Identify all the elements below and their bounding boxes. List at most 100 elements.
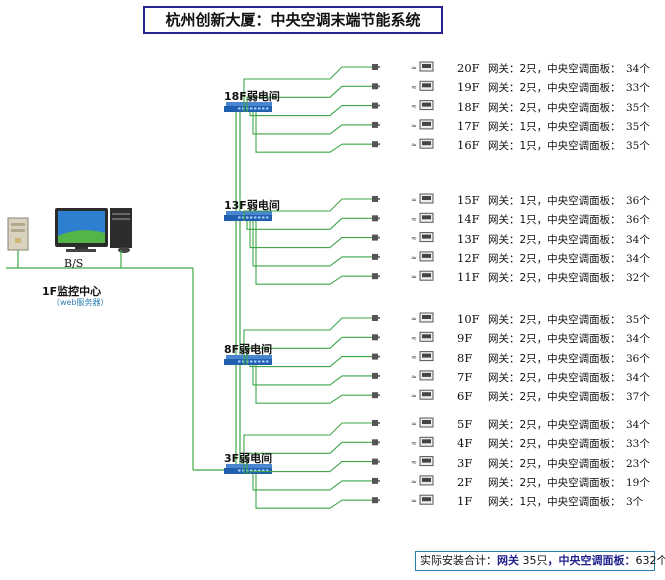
floor-label: 18F xyxy=(457,99,480,114)
branch-line xyxy=(246,336,372,365)
wireless-icon: ≈ xyxy=(411,478,417,486)
gateway-antenna-icon xyxy=(378,143,380,146)
floor-label: 9F xyxy=(457,331,473,346)
ac-panel-icon xyxy=(419,138,434,149)
branch-line xyxy=(252,365,372,386)
gateway-count: 网关：2只 xyxy=(488,419,537,431)
panel-label: ，中央空调面板： xyxy=(536,333,621,346)
floor-label: 5F xyxy=(457,417,473,431)
floor-gateway-info: 网关：2只，中央空调面板： xyxy=(488,331,621,346)
ac-panel-icon xyxy=(419,212,434,223)
gateway-icon xyxy=(372,334,378,341)
floor-gateway-info: 网关：1只，中央空调面板： xyxy=(488,193,621,208)
gateway-icon xyxy=(372,439,378,446)
panel-count: 23个 xyxy=(626,457,650,470)
branch-line xyxy=(255,474,372,509)
floor-gateway-info: 网关：2只，中央空调面板： xyxy=(488,270,621,285)
gateway-antenna-icon xyxy=(378,422,380,424)
panel-label: ，中央空调面板： xyxy=(536,272,621,285)
wireless-icon: ≈ xyxy=(411,373,417,381)
ac-panel-icon xyxy=(419,494,434,505)
ac-panel-icon xyxy=(419,389,434,400)
panel-count: 33个 xyxy=(626,82,650,95)
ac-panel-icon xyxy=(419,331,434,342)
gateway-antenna-icon xyxy=(378,85,380,88)
floor-gateway-info: 网关：1只，中央空调面板： xyxy=(488,212,621,227)
gateway-antenna-icon xyxy=(378,236,380,239)
panel-count: 19个 xyxy=(626,476,650,489)
floor-gateway-info: 网关：2只，中央空调面板： xyxy=(488,100,621,115)
panel-label: ，中央空调面板： xyxy=(536,101,621,114)
branch-line xyxy=(252,112,372,135)
wireless-icon: ≈ xyxy=(411,141,417,149)
panel-count: 35个 xyxy=(626,140,650,153)
floor-gateway-info: 网关：2只，中央空调面板： xyxy=(488,436,621,451)
network-switch-icon xyxy=(224,211,272,221)
gateway-antenna-icon xyxy=(378,394,380,397)
gateway-count: 网关：1只 xyxy=(488,120,537,133)
gateway-count: 网关：2只 xyxy=(488,391,537,404)
panel-label: ，中央空调面板： xyxy=(536,252,621,265)
gateway-icon xyxy=(372,121,378,128)
gateway-icon xyxy=(372,215,378,222)
ac-panel-icon xyxy=(419,351,434,362)
floor-label: 4F xyxy=(457,436,473,451)
panel-count: 34个 xyxy=(626,333,650,346)
gateway-count: 网关：1只 xyxy=(488,195,537,207)
gateway-count: 网关：2只 xyxy=(488,457,537,470)
floor-gateway-info: 网关：1只，中央空调面板： xyxy=(488,119,621,134)
gateway-count: 网关：2只 xyxy=(488,371,537,384)
ac-panel-icon xyxy=(419,370,434,381)
gateway-count: 网关：2只 xyxy=(488,101,537,114)
wireless-icon: ≈ xyxy=(411,392,417,400)
gateway-count: 网关：2只 xyxy=(488,438,537,451)
gateway-antenna-icon xyxy=(378,217,380,220)
panel-label: ，中央空调面板： xyxy=(536,371,621,384)
gateway-antenna-icon xyxy=(378,441,380,444)
gateway-icon xyxy=(372,353,378,360)
floor-gateway-info: 网关：2只，中央空调面板： xyxy=(488,370,621,385)
ac-panel-icon xyxy=(419,475,434,486)
panel-label: ，中央空调面板： xyxy=(536,314,621,326)
panel-count: 32个 xyxy=(626,272,650,285)
gateway-antenna-icon xyxy=(378,66,380,68)
gateway-antenna-icon xyxy=(378,355,380,358)
wireless-icon: ≈ xyxy=(411,122,417,130)
switch-label: 3F弱电间 xyxy=(224,452,273,465)
gateway-icon xyxy=(372,234,378,241)
branch-line xyxy=(252,221,372,267)
gateway-count: 网关：2只 xyxy=(488,82,537,95)
ac-panel-icon xyxy=(419,456,434,467)
branch-line xyxy=(246,441,372,474)
ac-panel-icon xyxy=(419,232,434,243)
wireless-icon: ≈ xyxy=(411,215,417,223)
ac-panel-icon xyxy=(419,436,434,447)
branch-line xyxy=(249,461,372,474)
panel-count: 34个 xyxy=(626,63,650,75)
control-center-sub-label: （web服务器） xyxy=(52,298,109,307)
floor-gateway-info: 网关：2只，中央空调面板： xyxy=(488,61,621,76)
gateway-antenna-icon xyxy=(378,255,380,258)
panel-count: 33个 xyxy=(626,438,650,451)
ac-panel-icon xyxy=(419,417,434,428)
panel-count: 35个 xyxy=(626,120,650,133)
floor-label: 13F xyxy=(457,231,480,246)
panel-count: 3个 xyxy=(626,496,644,509)
panel-label: ，中央空调面板： xyxy=(536,476,621,489)
bs-label: B/S xyxy=(64,257,84,270)
branch-line xyxy=(249,221,372,249)
gateway-icon xyxy=(372,392,378,399)
floor-label: 1F xyxy=(457,494,473,509)
gateway-icon xyxy=(372,253,378,260)
ac-panel-icon xyxy=(419,100,434,111)
gateway-count: 网关：2只 xyxy=(488,333,537,346)
gateway-antenna-icon xyxy=(378,499,380,502)
gateway-antenna-icon xyxy=(378,374,380,377)
panel-count: 35个 xyxy=(626,314,650,326)
floor-gateway-info: 网关：2只，中央空调面板： xyxy=(488,417,621,432)
wireless-icon: ≈ xyxy=(411,497,417,505)
ac-panel-icon xyxy=(419,193,434,204)
server-icon xyxy=(7,217,29,251)
page-title: 杭州创新大厦：中央空调末端节能系统 xyxy=(143,6,443,34)
gateway-icon xyxy=(372,102,378,109)
